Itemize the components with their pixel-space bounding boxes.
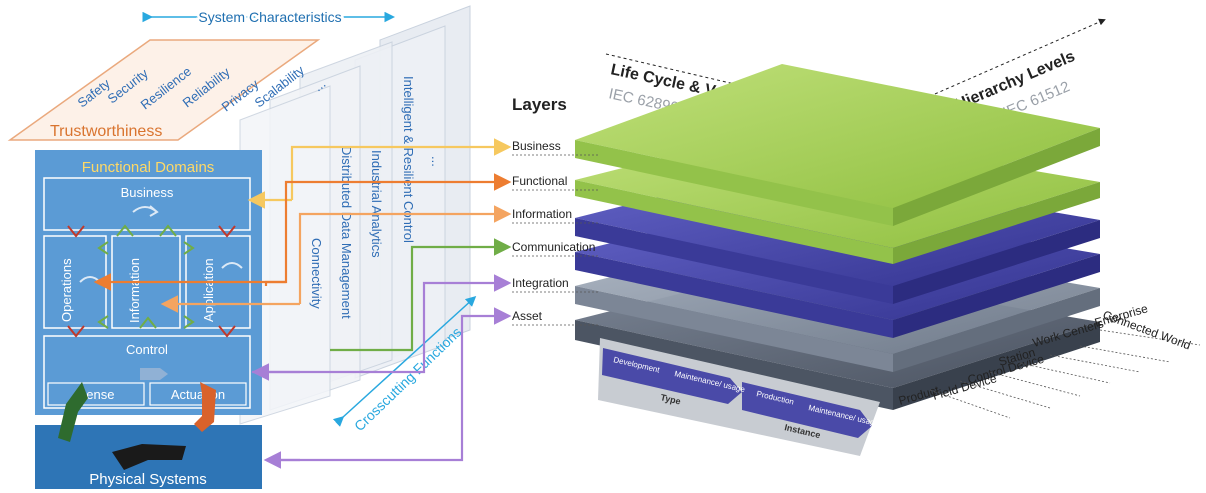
- mapping-arrow-communication: [330, 238, 512, 352]
- trustworthiness-plane: [7, 39, 321, 141]
- actuation-box: [149, 382, 247, 406]
- actuation-flow-arrow: [194, 382, 216, 432]
- lifecycle-type-label: Type: [660, 392, 682, 406]
- application-domain-label: Application: [201, 258, 216, 322]
- functional-domains-title: Functional Domains: [82, 159, 215, 176]
- physical-cycle-icon: [112, 444, 186, 470]
- business-cycle-icon: [132, 205, 159, 217]
- mapping-arrow-information: [298, 205, 512, 304]
- lifecycle-instance-arrow: [742, 382, 872, 438]
- red-flow-arrows: [67, 225, 236, 338]
- business-domain-label: Business: [121, 185, 174, 200]
- mapping-arrow-asset: [268, 307, 512, 462]
- lifecycle-type-arrow: [602, 348, 742, 404]
- control-domain: [43, 335, 251, 409]
- hierarchy-leader-lines: [929, 329, 1201, 419]
- green-flow-arrows: [97, 224, 195, 329]
- layer-labels: Business Functional Information Communic…: [512, 139, 595, 323]
- control-domain-label: Control: [126, 342, 168, 357]
- layer-information: Information: [512, 207, 572, 221]
- crosscutting-more: ...: [429, 156, 444, 167]
- application-cycle-icon: [221, 262, 243, 269]
- sense-flow-arrow: [58, 382, 88, 442]
- mapping-arrow-integration: [252, 274, 512, 374]
- system-characteristics-label: System Characteristics: [198, 9, 341, 25]
- layer-integration: Integration: [512, 276, 569, 290]
- crosscutting-distributed-data: Distributed Data Management: [339, 146, 354, 319]
- layers-title: Layers: [512, 95, 567, 114]
- trustworthiness-label: Trustworthiness: [50, 123, 162, 140]
- crosscutting-analytics: Industrial Analytics: [369, 150, 384, 258]
- layer-communication: Communication: [512, 240, 595, 254]
- physical-systems-label: Physical Systems: [89, 471, 207, 488]
- information-domain-label: Information: [127, 258, 142, 323]
- hierarchy-axis: [879, 18, 1106, 119]
- actuation-label: Actuation: [171, 387, 225, 402]
- layer-functional: Functional: [512, 174, 567, 188]
- layer-asset: Asset: [512, 309, 543, 323]
- operations-domain-label: Operations: [59, 258, 74, 322]
- layer-leader-lines: [512, 154, 600, 326]
- rami-layer-stack: [575, 64, 1100, 410]
- control-cycle-icon: [140, 368, 168, 380]
- layer-business: Business: [512, 139, 561, 153]
- crosscutting-arrow: [332, 295, 477, 427]
- sense-box: [47, 382, 145, 406]
- crosscutting-connectivity: Connectivity: [309, 238, 324, 309]
- crosscutting-control: Intelligent & Resilient Control: [401, 76, 416, 243]
